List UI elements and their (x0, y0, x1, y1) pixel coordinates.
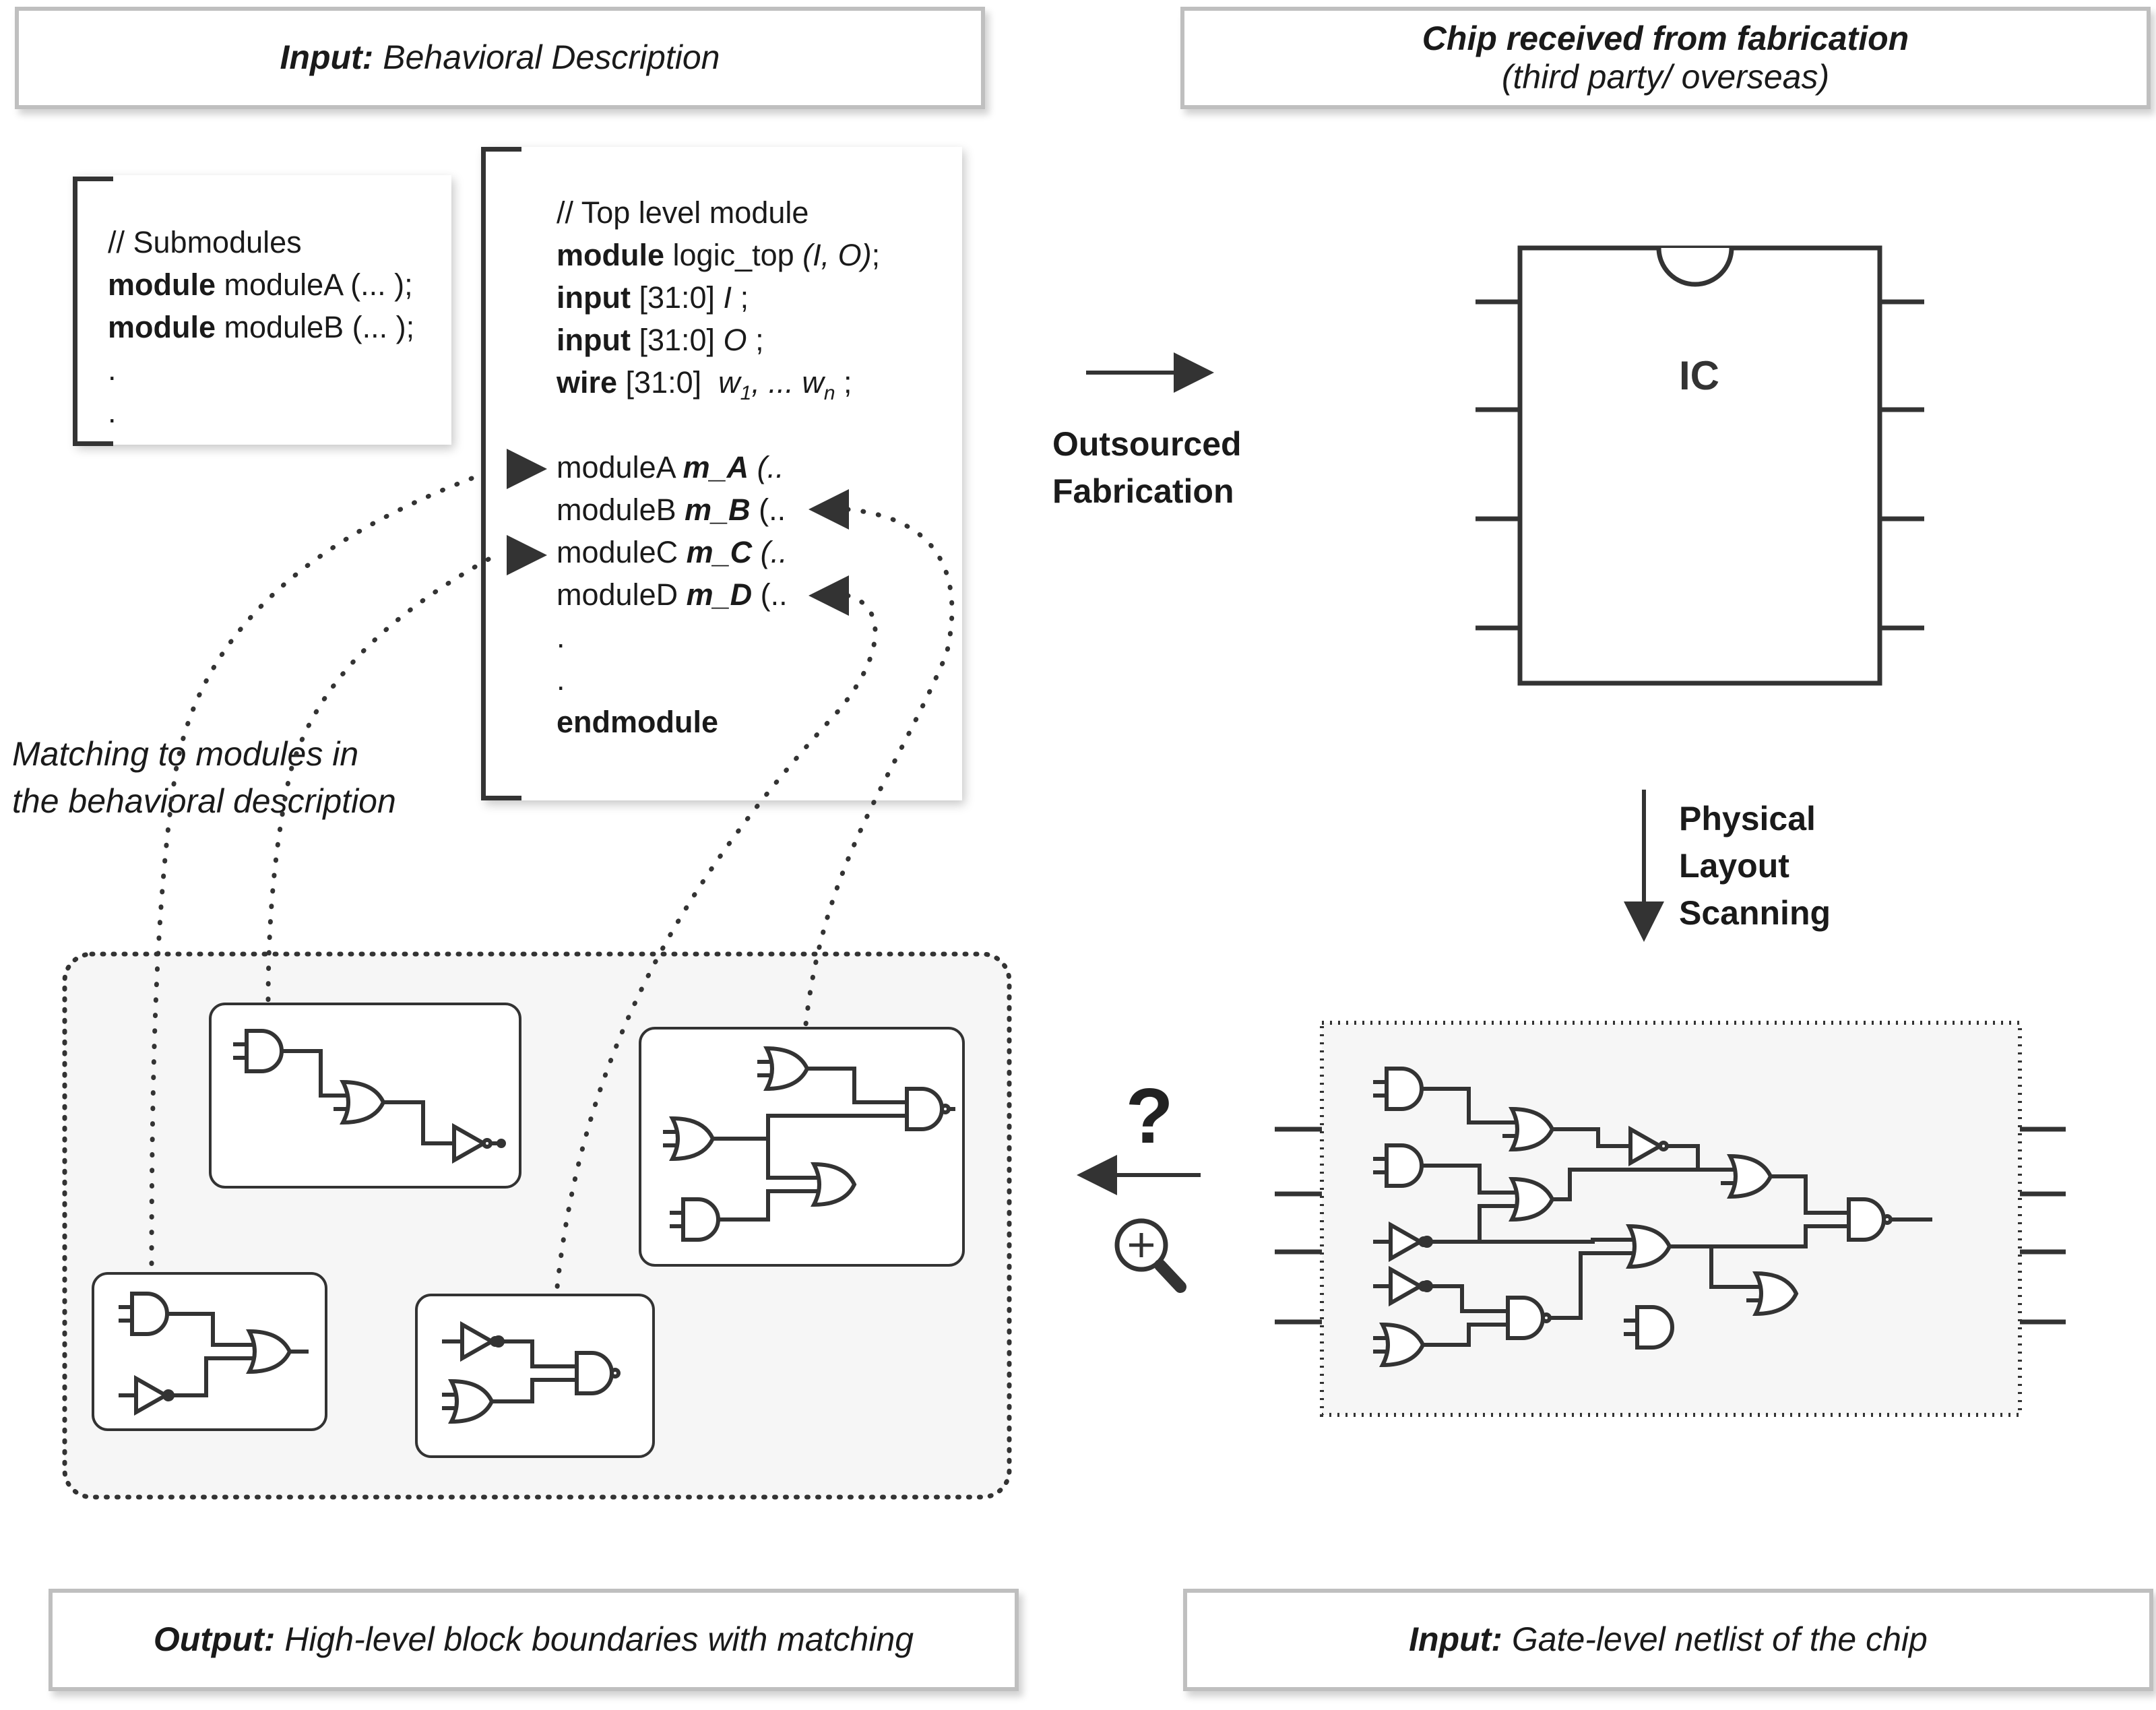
instance-line: moduleC m_C (.. (557, 535, 788, 569)
zoom-in-icon (1114, 1218, 1186, 1293)
code-line: input [31:0] I ; (557, 280, 749, 315)
chip-received-box: Chip received from fabrication (third pa… (1180, 7, 2151, 109)
output-block-box: Output: High-level block boundaries with… (49, 1589, 1019, 1691)
top-module-card: // Top level module module logic_top (I,… (482, 147, 962, 800)
input-netlist-box: Input: Gate-level netlist of the chip (1183, 1589, 2153, 1691)
box-label-text: High-level block boundaries with matchin… (275, 1620, 914, 1659)
box-label-bold: Input: (280, 38, 374, 77)
code-dot: . (108, 352, 117, 387)
submodules-bracket (73, 177, 113, 446)
module-card-d (639, 1027, 965, 1267)
code-endmodule: endmodule (557, 705, 719, 739)
instance-line: moduleA m_A (.. (557, 450, 784, 484)
netlist-pins (1275, 1127, 2066, 1325)
box-label-bold: Output: (153, 1620, 276, 1659)
chip-received-title: Chip received from fabrication (1422, 19, 1909, 57)
chip-received-subtitle: (third party/ overseas) (1501, 58, 1830, 96)
code-dot: . (557, 662, 565, 697)
box-label-text: Behavioral Description (373, 38, 720, 77)
submodules-card: // Submodules module moduleA (... ); mod… (74, 175, 451, 445)
code-line: input [31:0] O ; (557, 323, 764, 357)
code-dot: . (108, 395, 117, 429)
code-line: module moduleB (... ); (108, 310, 415, 344)
ic-label: IC (1679, 353, 1719, 398)
top-module-bracket (481, 147, 521, 800)
code-line: wire [31:0] w1, ... wn ; (557, 365, 852, 404)
instance-arrows (507, 449, 849, 616)
code-line: module logic_top (I, O); (557, 238, 881, 272)
module-card-a (209, 1003, 521, 1189)
code-line: module moduleA (... ); (108, 267, 413, 302)
box-label-bold: Input: (1409, 1620, 1502, 1659)
input-behavioral-box: Input: Behavioral Description (15, 7, 985, 109)
netlist-gates (1373, 1069, 1932, 1365)
box-label-text: Gate-level netlist of the chip (1502, 1620, 1928, 1659)
code-comment: // Top level module (557, 195, 809, 230)
question-mark: ? (1126, 1072, 1174, 1160)
ic-chip (1476, 245, 1924, 686)
instance-line: moduleB m_B (.. (557, 493, 786, 527)
instance-line: moduleD m_D (.. (557, 577, 788, 612)
code-comment: // Submodules (108, 225, 302, 259)
code-dot: . (557, 620, 565, 654)
matching-curves (149, 476, 955, 1303)
module-card-c (415, 1294, 655, 1458)
module-card-b (92, 1272, 327, 1431)
